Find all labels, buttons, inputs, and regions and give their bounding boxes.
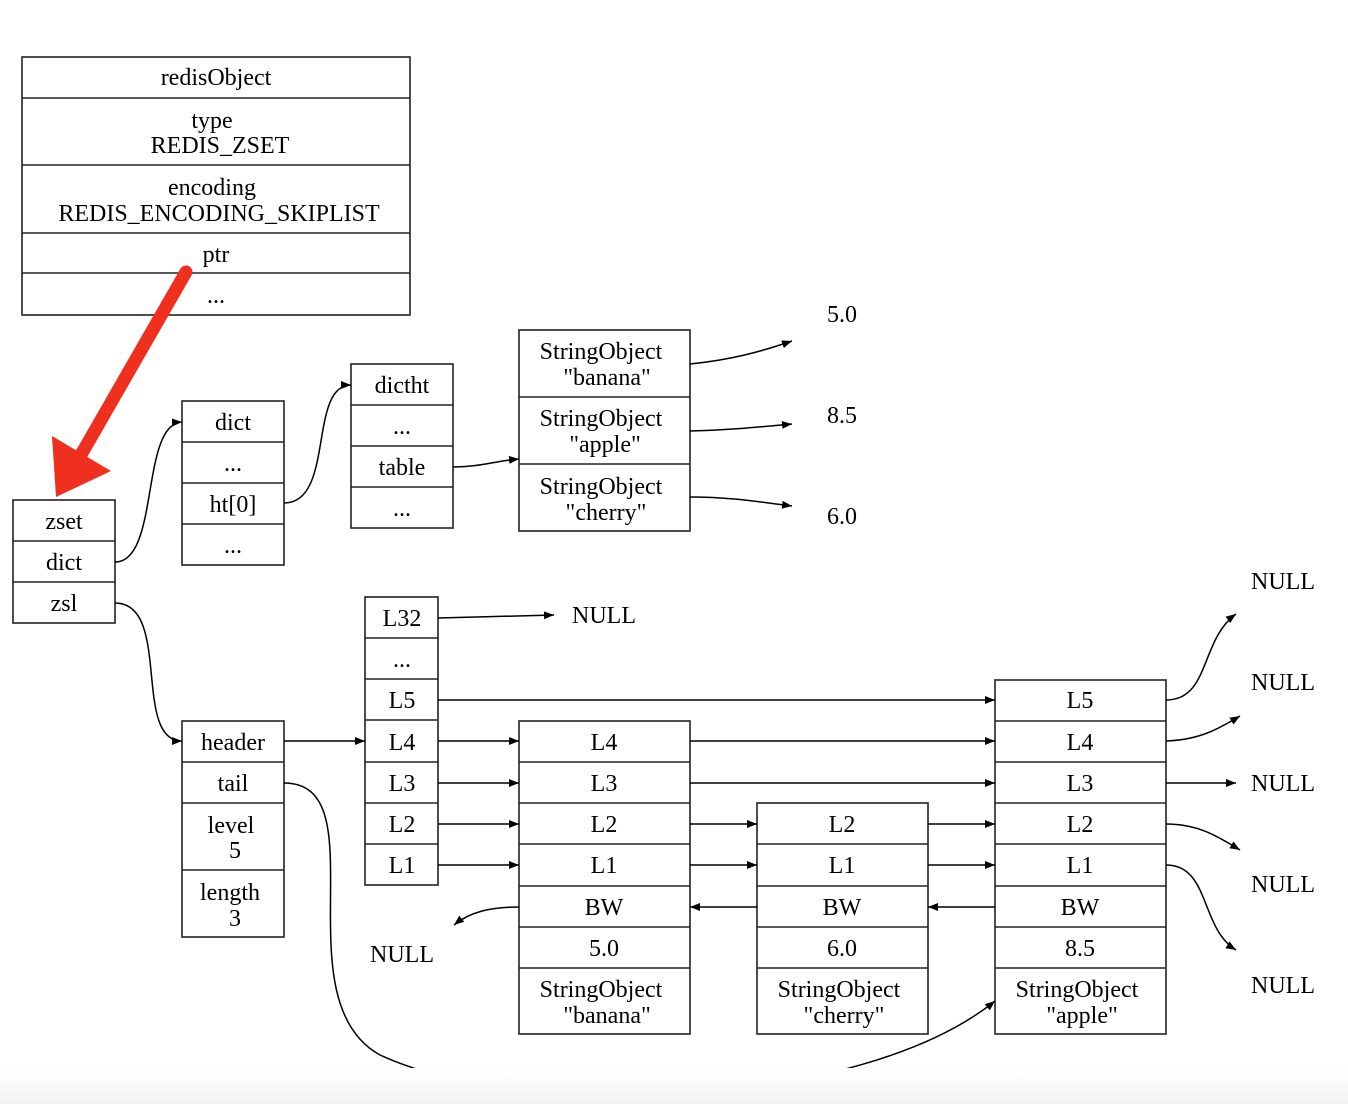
zsl-level-label: level xyxy=(208,813,255,839)
redis-object-ptr: ptr xyxy=(203,242,230,268)
dict-more-2: ... xyxy=(224,533,242,559)
dict-entry-score: 5.0 xyxy=(827,302,857,328)
dict-ht0-field: ht[0] xyxy=(210,492,257,518)
zsl-length-label: length xyxy=(200,880,260,906)
node-level: L1 xyxy=(1067,853,1094,879)
edge-cherry-score xyxy=(689,496,793,509)
edge-l32-null xyxy=(437,611,555,620)
node-backward: BW xyxy=(823,895,862,921)
node-score: 5.0 xyxy=(589,936,619,962)
node-score: 6.0 xyxy=(827,936,857,962)
dict-entry-score: 6.0 xyxy=(827,504,857,530)
node-obj-key: "apple" xyxy=(1046,1003,1118,1029)
node-obj-kind: StringObject xyxy=(778,977,901,1003)
dict-record: dict ... ht[0] ... xyxy=(181,400,285,566)
edge-ht0-dictht xyxy=(283,381,352,504)
node-level: L1 xyxy=(829,853,856,879)
node-obj-key: "banana" xyxy=(563,1003,651,1029)
node-obj-kind: StringObject xyxy=(540,977,663,1003)
dict-entry-key: "banana" xyxy=(563,365,651,391)
edge-zset-zsl xyxy=(114,602,183,745)
header-level: L3 xyxy=(389,771,416,797)
node-obj-kind: StringObject xyxy=(1016,977,1139,1003)
edge-banana-score xyxy=(689,340,793,365)
skiplist-header-node: L32 ... L5 L4 L3 L2 L1 xyxy=(364,596,439,886)
bottom-fade xyxy=(0,1068,1348,1104)
header-level: L5 xyxy=(389,688,416,714)
header-level: L1 xyxy=(389,853,416,879)
redis-object-encoding-label: encoding xyxy=(168,175,256,201)
node-level: L1 xyxy=(591,853,618,879)
null-label: NULL xyxy=(1251,872,1315,898)
dictht-table-field: table xyxy=(379,455,426,481)
zset-zsl-field: zsl xyxy=(51,591,78,617)
dict-entry-kind: StringObject xyxy=(540,406,663,432)
header-level: L2 xyxy=(389,812,416,838)
null-label: NULL xyxy=(1251,973,1315,999)
edge-apple-l5-null xyxy=(1165,613,1237,701)
edge-zset-dict xyxy=(114,418,183,563)
null-label: NULL xyxy=(572,603,636,629)
redis-object-type-label: type xyxy=(191,108,232,134)
edge-apple-l1-null xyxy=(1165,864,1237,951)
dict-entry-key: "apple" xyxy=(569,432,641,458)
header-level: ... xyxy=(393,647,411,673)
redis-object-encoding-value: REDIS_ENCODING_SKIPLIST xyxy=(58,201,380,227)
dict-title: dict xyxy=(215,410,251,436)
redis-object-title: redisObject xyxy=(161,65,272,91)
header-level: L32 xyxy=(383,606,422,632)
zskiplist-record: header tail level 5 length 3 xyxy=(181,720,285,938)
zset-record: zset dict zsl xyxy=(12,499,116,624)
dictht-more-1: ... xyxy=(393,414,411,440)
dictht-more-2: ... xyxy=(393,496,411,522)
null-label: NULL xyxy=(1251,771,1315,797)
header-level: L4 xyxy=(389,730,416,756)
edge-table-entries xyxy=(452,455,520,468)
dict-entry-kind: StringObject xyxy=(540,474,663,500)
dict-entries-record: StringObject "banana" StringObject "appl… xyxy=(518,329,691,532)
skiplist-node-apple: L5 L4 L3 L2 L1 BW 8.5 StringObject "appl… xyxy=(994,679,1167,1035)
node-level: L2 xyxy=(1067,812,1094,838)
node-level: L2 xyxy=(829,812,856,838)
zsl-header-field: header xyxy=(201,730,265,756)
node-level: L3 xyxy=(591,771,618,797)
node-level: L3 xyxy=(1067,771,1094,797)
dictht-title: dictht xyxy=(375,373,430,399)
node-level: L5 xyxy=(1067,688,1094,714)
edge-apple-l2-null xyxy=(1165,823,1241,851)
edge-apple-score xyxy=(689,420,793,432)
node-level: L2 xyxy=(591,812,618,838)
node-backward: BW xyxy=(585,895,624,921)
dict-entry-score: 8.5 xyxy=(827,403,857,429)
dictht-record: dictht ... table ... xyxy=(350,363,454,529)
dict-entry-kind: StringObject xyxy=(540,339,663,365)
red-annotation-arrow xyxy=(52,265,193,497)
zset-dict-field: dict xyxy=(46,550,82,576)
zsl-length-value: 3 xyxy=(229,906,241,932)
node-level: L4 xyxy=(591,730,618,756)
skiplist-node-cherry: L2 L1 BW 6.0 StringObject "cherry" xyxy=(756,802,929,1035)
edge-apple-l4-null xyxy=(1165,715,1241,742)
skiplist-node-banana: L4 L3 L2 L1 BW 5.0 StringObject "banana" xyxy=(518,720,691,1035)
null-label: NULL xyxy=(1251,670,1315,696)
node-score: 8.5 xyxy=(1065,936,1095,962)
dict-more-1: ... xyxy=(224,451,242,477)
node-obj-key: "cherry" xyxy=(804,1003,885,1029)
redis-object-type-value: REDIS_ZSET xyxy=(151,133,290,159)
null-label: NULL xyxy=(1251,569,1315,595)
node-backward: BW xyxy=(1061,895,1100,921)
edge-banana-bw-null xyxy=(453,906,520,926)
redis-object-more: ... xyxy=(207,283,225,309)
node-level: L4 xyxy=(1067,730,1094,756)
zsl-tail-field: tail xyxy=(218,771,249,797)
zset-title: zset xyxy=(45,509,83,535)
zsl-level-value: 5 xyxy=(229,838,241,864)
dict-entry-key: "cherry" xyxy=(566,500,647,526)
redis-object-record: redisObject type REDIS_ZSET encoding RED… xyxy=(21,56,411,316)
null-label: NULL xyxy=(370,942,434,968)
